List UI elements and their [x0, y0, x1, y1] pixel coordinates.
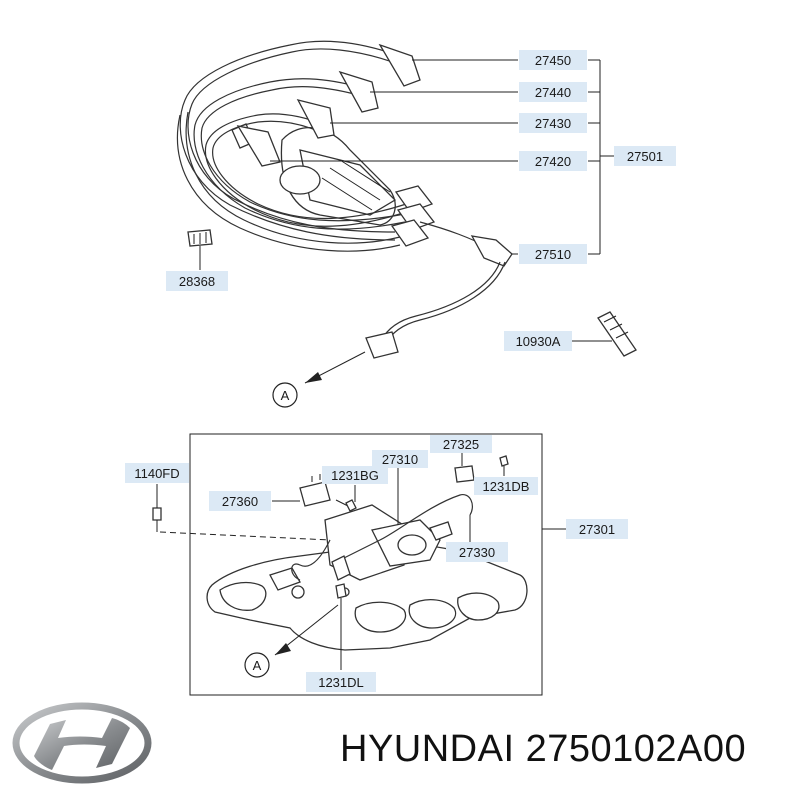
reference-marker-a-top: A [272, 382, 298, 408]
label-27420: 27420 [519, 151, 587, 171]
spark-plug-10930a-drawing [572, 311, 637, 357]
label-27310: 27310 [372, 450, 428, 468]
label-27501: 27501 [614, 146, 676, 166]
reference-marker-a-bottom: A [244, 652, 270, 678]
leader-lines-bottom [272, 452, 566, 670]
svg-text:1231DB: 1231DB [483, 479, 530, 494]
svg-text:1231BG: 1231BG [331, 468, 379, 483]
label-1140fd: 1140FD [125, 463, 189, 483]
ignition-wire-set-drawing [176, 40, 513, 384]
bolt-1140fd-drawing [152, 484, 331, 541]
label-27301: 27301 [566, 519, 628, 539]
label-27430: 27430 [519, 113, 587, 133]
svg-text:A: A [253, 658, 262, 673]
assembly-frame [189, 433, 543, 696]
label-27330: 27330 [446, 542, 508, 562]
label-27510: 27510 [519, 244, 587, 264]
svg-text:27501: 27501 [627, 149, 663, 164]
svg-text:27360: 27360 [222, 494, 258, 509]
sensor-27360-drawing [299, 474, 331, 507]
svg-text:27420: 27420 [535, 154, 571, 169]
intake-manifold-drawing [206, 493, 528, 651]
svg-text:27440: 27440 [535, 85, 571, 100]
svg-text:27430: 27430 [535, 116, 571, 131]
part-number: 2750102A00 [525, 728, 747, 770]
svg-text:27330: 27330 [459, 545, 495, 560]
svg-text:28368: 28368 [179, 274, 215, 289]
label-1231db: 1231DB [474, 477, 538, 495]
hyundai-logo-icon [12, 702, 152, 784]
svg-text:27325: 27325 [443, 437, 479, 452]
label-28368: 28368 [166, 271, 228, 291]
brand-name: HYUNDAI [340, 728, 515, 770]
svg-text:10930A: 10930A [516, 334, 561, 349]
svg-text:27450: 27450 [535, 53, 571, 68]
label-10930a: 10930A [504, 331, 572, 351]
label-27450: 27450 [519, 50, 587, 70]
bolt-1231dl-drawing [335, 583, 347, 599]
bolt-1231bg-drawing [335, 499, 357, 512]
svg-text:27310: 27310 [382, 452, 418, 467]
label-27325: 27325 [430, 435, 492, 453]
svg-text:27510: 27510 [535, 247, 571, 262]
svg-text:A: A [281, 388, 290, 403]
bolt-1231db-drawing [499, 455, 509, 474]
part-27325-drawing [454, 465, 475, 483]
svg-text:1231DL: 1231DL [318, 675, 364, 690]
svg-text:27301: 27301 [579, 522, 615, 537]
brand-part-caption: HYUNDAI 2750102A00 [340, 728, 746, 771]
label-1231dl: 1231DL [306, 672, 376, 692]
svg-text:1140FD: 1140FD [134, 466, 179, 481]
label-27360: 27360 [209, 491, 271, 511]
label-1231bg: 1231BG [322, 466, 388, 484]
leader-lines-top [270, 59, 614, 255]
label-27440: 27440 [519, 82, 587, 102]
clip-28368-drawing [187, 229, 213, 270]
